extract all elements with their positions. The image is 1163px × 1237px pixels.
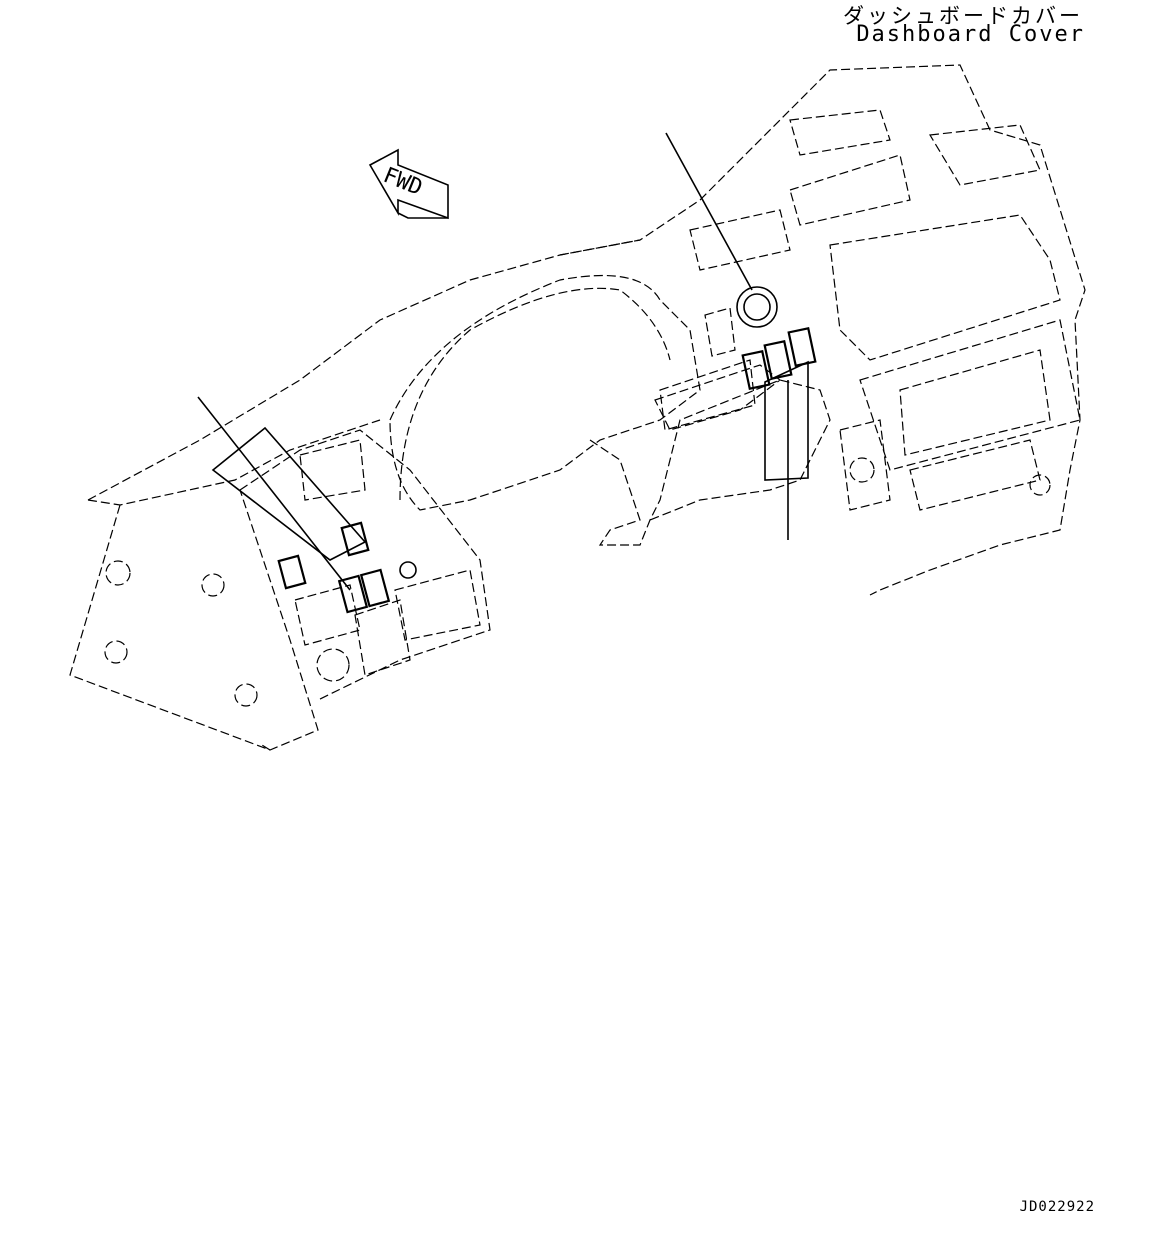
left-switch-group [211,426,417,614]
part-name-english: Dashboard Cover [856,22,1085,47]
right-switch-group [736,286,817,481]
dashboard-outline [69,64,1086,751]
fwd-arrow: FWD [368,148,449,220]
part-name-japanese: ダッシュボードカバー [843,4,1083,28]
drawing-id: JD022922 [1019,1199,1095,1215]
leader-lines [197,132,789,591]
